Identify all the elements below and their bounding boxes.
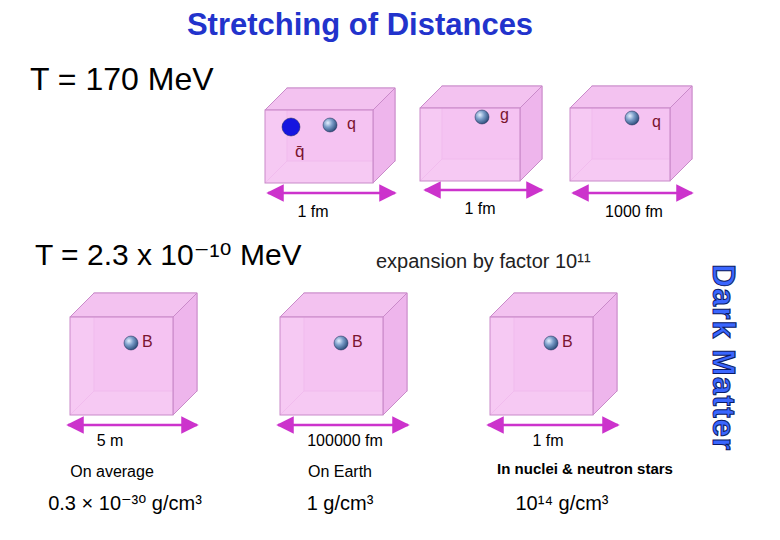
density-value: 0.3 × 10⁻³⁰ g/cm³: [48, 492, 202, 514]
dimension-label: 5 m: [97, 432, 124, 450]
dimension-arrow: [278, 424, 408, 427]
cube-box: B: [70, 293, 197, 415]
particle-ball: [334, 336, 348, 350]
particle-ball: [625, 111, 639, 125]
dark-matter-banner: Dark Matter: [706, 264, 741, 451]
cube-box: q q̄: [265, 88, 395, 183]
particle-ball: [323, 118, 337, 132]
density-value: 10¹⁴ g/cm³: [515, 492, 608, 514]
dimension-arrow: [68, 424, 197, 427]
dimension-label: 1 fm: [532, 432, 563, 450]
cube-outline: [70, 293, 197, 415]
cube-outline: [420, 86, 542, 181]
cube-box: B: [490, 293, 617, 415]
particle-ball: [544, 336, 558, 350]
cube-outline: [265, 88, 395, 183]
temperature-label: T = 170 MeV: [30, 62, 214, 97]
particle-ball: [124, 336, 138, 350]
location-label: On average: [70, 463, 154, 481]
cube-outline: [280, 293, 407, 415]
cube-outline: [490, 293, 617, 415]
dimension-label: 1 fm: [297, 203, 328, 221]
particle-label: g: [500, 106, 509, 124]
particle-ball: [282, 118, 300, 136]
cube-outline: [570, 86, 692, 181]
cube-box: g: [420, 86, 542, 181]
cube-box: B: [280, 293, 407, 415]
particle-label: q: [347, 115, 356, 133]
particle-ball: [475, 110, 489, 124]
temperature-label: T = 2.3 x 10⁻¹⁰ MeV: [35, 238, 302, 271]
dimension-label: 1000 fm: [605, 203, 663, 221]
dimension-arrow: [425, 189, 542, 192]
expansion-note: expansion by factor 10¹¹: [376, 250, 591, 272]
dimension-arrow: [488, 424, 618, 427]
cube-box: q: [570, 86, 692, 181]
particle-label: B: [142, 333, 153, 351]
particle-label: B: [352, 333, 363, 351]
dimension-arrow: [268, 192, 395, 195]
density-value: 1 g/cm³: [307, 492, 374, 514]
particle-label: q̄: [295, 143, 304, 162]
particle-label: B: [562, 333, 573, 351]
dimension-arrow: [573, 192, 692, 195]
title: Stretching of Distances: [187, 8, 533, 42]
location-label: On Earth: [308, 463, 372, 481]
particle-label: q: [652, 113, 661, 131]
dimension-label: 100000 fm: [307, 432, 383, 450]
dimension-label: 1 fm: [464, 200, 495, 218]
location-label: In nuclei & neutron stars: [497, 461, 673, 478]
